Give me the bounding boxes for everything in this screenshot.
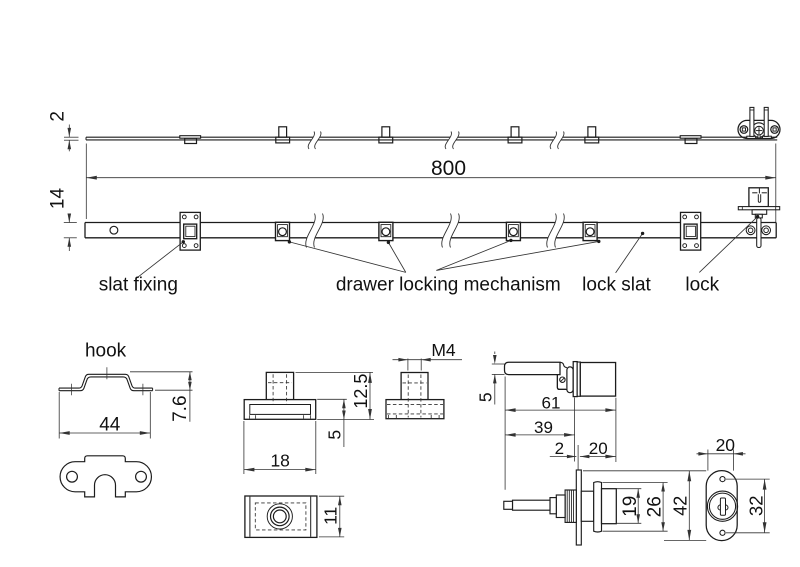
svg-text:14: 14: [47, 188, 68, 210]
svg-text:12.5: 12.5: [351, 374, 371, 409]
svg-text:hook: hook: [85, 340, 127, 361]
svg-text:M4: M4: [431, 340, 456, 360]
svg-text:18: 18: [270, 450, 289, 470]
svg-text:5: 5: [475, 392, 495, 402]
svg-text:32: 32: [745, 496, 766, 517]
svg-text:2: 2: [555, 439, 564, 458]
svg-text:lock: lock: [685, 274, 719, 295]
svg-text:20: 20: [716, 435, 736, 455]
svg-text:lock slat: lock slat: [582, 274, 651, 295]
svg-text:44: 44: [99, 414, 121, 435]
svg-text:drawer locking mechanism: drawer locking mechanism: [336, 274, 561, 295]
svg-text:61: 61: [542, 393, 561, 412]
svg-text:800: 800: [431, 157, 466, 180]
svg-text:5: 5: [324, 430, 344, 440]
svg-text:11: 11: [321, 507, 341, 525]
svg-text:2: 2: [47, 111, 68, 122]
svg-text:20: 20: [589, 439, 608, 458]
svg-text:42: 42: [670, 496, 690, 516]
svg-text:19: 19: [620, 496, 641, 517]
svg-text:39: 39: [534, 418, 553, 437]
svg-text:7.6: 7.6: [170, 395, 191, 421]
svg-text:slat fixing: slat fixing: [99, 274, 178, 295]
svg-text:26: 26: [645, 496, 666, 517]
